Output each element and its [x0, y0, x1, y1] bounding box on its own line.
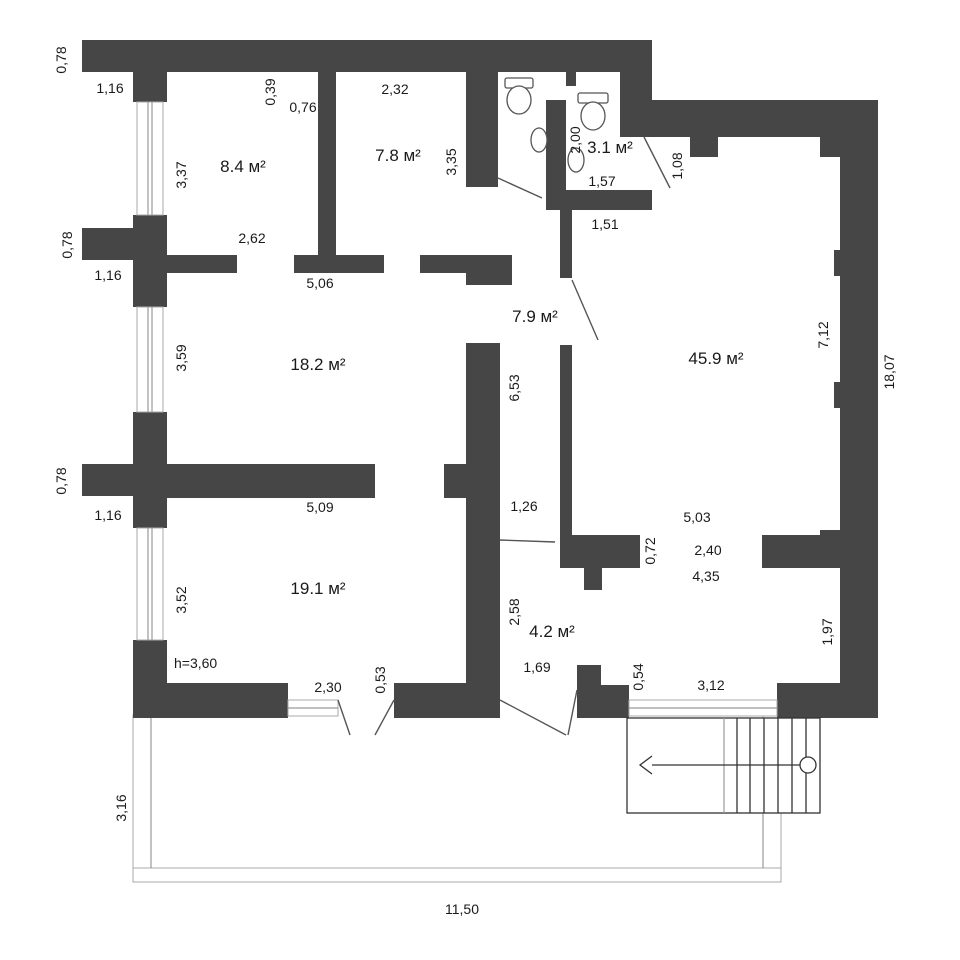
- room-area-4-2: 4.2 м²: [529, 622, 575, 641]
- room-area-45-9: 45.9 м²: [688, 349, 743, 368]
- dim-label: 2,32: [381, 81, 408, 97]
- dim-label: 2,62: [238, 230, 265, 246]
- dim-label: 0,53: [372, 666, 388, 693]
- sink-icon-2: [567, 147, 585, 173]
- toilet-icon: [504, 77, 534, 115]
- dim-label: 1,51: [591, 216, 618, 232]
- doors: [337, 136, 671, 736]
- dim-label: 0,76: [289, 99, 316, 115]
- dim-label: 6,53: [506, 374, 522, 401]
- room-area-7-8: 7.8 м²: [375, 146, 421, 165]
- dim-label: 1,26: [510, 498, 537, 514]
- dim-label: 3,59: [173, 344, 189, 371]
- dim-label: 2,30: [314, 679, 341, 695]
- dim-label: 0,39: [262, 78, 278, 105]
- dim-label: 3,52: [173, 586, 189, 613]
- room-labels: 8.4 м² 7.8 м² 3.1 м² 18.2 м² 7.9 м² 45.9…: [174, 138, 744, 671]
- toilet-icon-2: [577, 92, 609, 131]
- dim-label: 0,78: [53, 46, 69, 73]
- room-area-7-9: 7.9 м²: [512, 307, 558, 326]
- dim-label: 1,16: [94, 507, 121, 523]
- room-area-19-1: 19.1 м²: [290, 579, 345, 598]
- sink-icon: [530, 127, 548, 153]
- dim-label: 7,12: [815, 321, 831, 348]
- dim-label: 5,09: [306, 499, 333, 515]
- dim-label: 18,07: [881, 354, 897, 389]
- ceiling-height: h=3,60: [174, 655, 217, 671]
- dim-label: 5,06: [306, 275, 333, 291]
- dim-label: 0,78: [53, 467, 69, 494]
- dim-label: 11,50: [445, 901, 479, 917]
- staircase: [626, 717, 821, 814]
- dim-label: 3,35: [443, 148, 459, 175]
- walls: [82, 40, 878, 718]
- dim-label: 3,37: [173, 161, 189, 188]
- dim-label: 1,08: [669, 152, 685, 179]
- dim-label: 2,00: [567, 126, 583, 153]
- dim-label: 0,72: [642, 537, 658, 564]
- room-area-18-2: 18.2 м²: [290, 355, 345, 374]
- dim-label: 1,69: [523, 659, 550, 675]
- dimension-labels: 0,78 1,16 0,39 0,76 2,32 3,37 3,35 2,00 …: [53, 46, 897, 917]
- room-area-8-4: 8.4 м²: [220, 157, 266, 176]
- windows: [136, 101, 778, 717]
- dim-label: 5,03: [683, 509, 710, 525]
- room-area-3-1: 3.1 м²: [587, 138, 633, 157]
- dim-label: 0,78: [59, 231, 75, 258]
- dim-label: 0,54: [630, 663, 646, 690]
- dim-label: 3,12: [697, 677, 724, 693]
- dim-label: 1,16: [96, 80, 123, 96]
- dim-label: 1,97: [819, 618, 835, 645]
- dim-label: 4,35: [692, 568, 719, 584]
- dim-label: 3,16: [113, 794, 129, 821]
- dim-label: 1,16: [94, 267, 121, 283]
- dim-label: 2,40: [694, 542, 721, 558]
- dim-label: 1,57: [588, 173, 615, 189]
- dim-label: 2,58: [506, 598, 522, 625]
